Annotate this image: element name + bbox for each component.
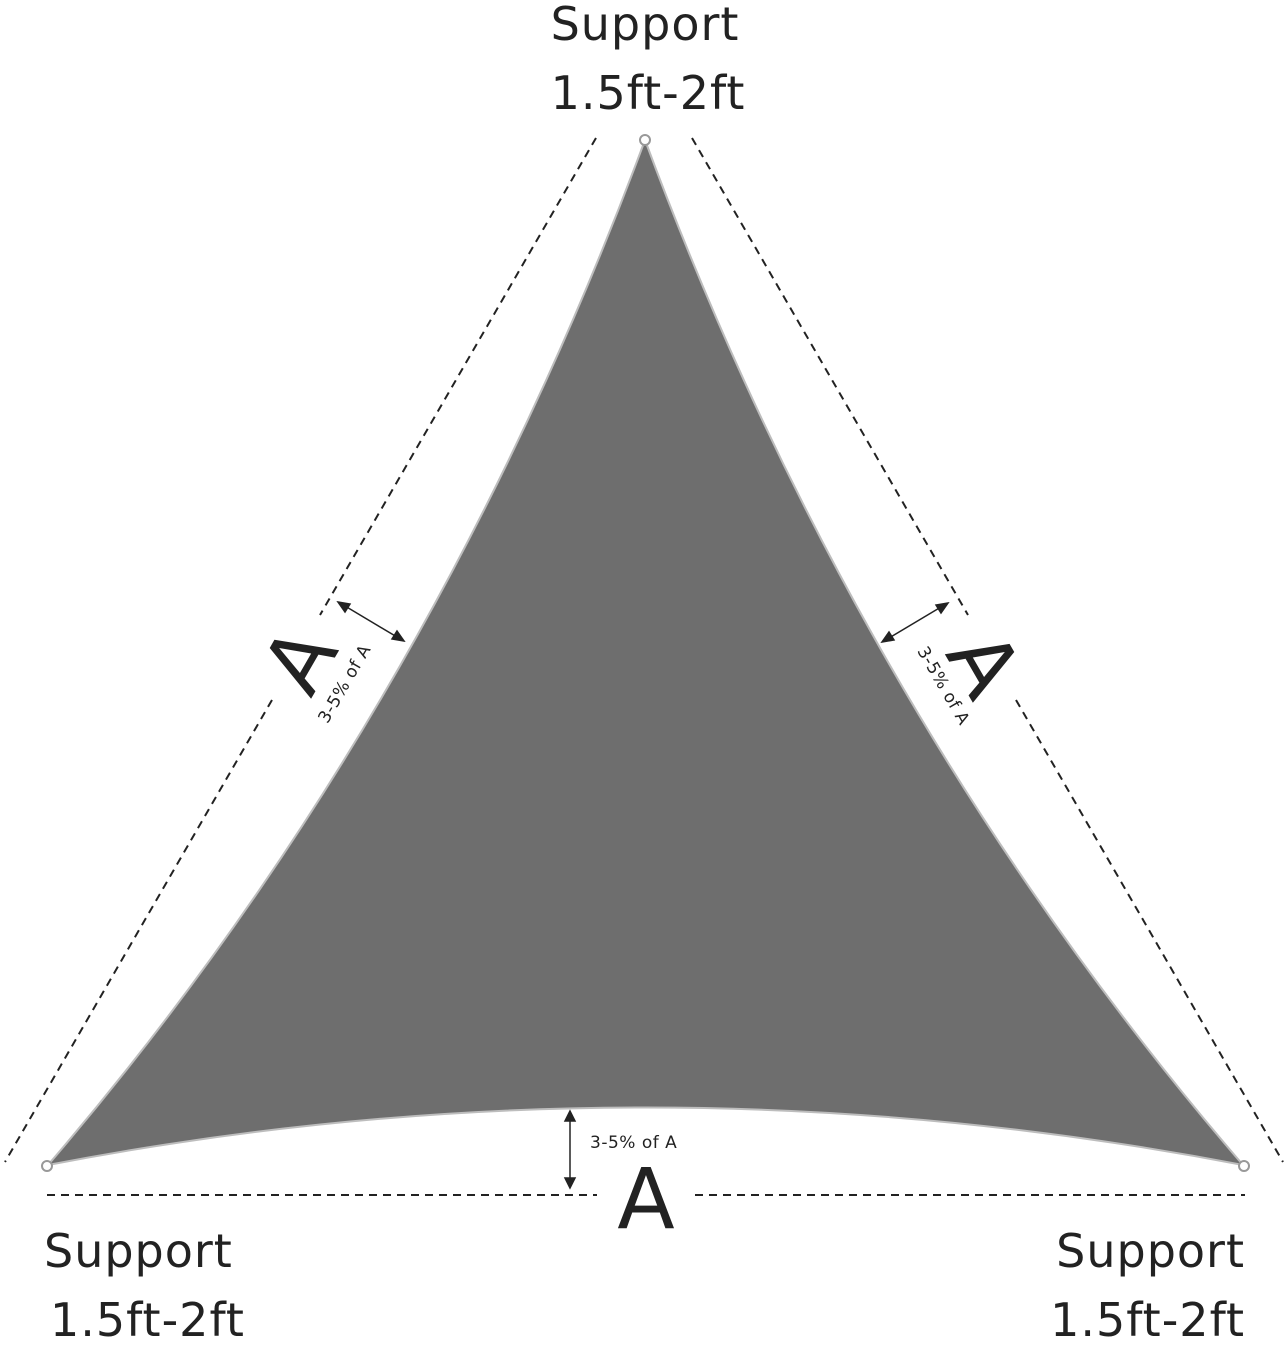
left-dimension-line-upper — [319, 137, 597, 616]
bottom-sag-arrow-icon — [563, 1109, 577, 1190]
top-support-label: Support — [551, 0, 740, 51]
bottom-side-label: A — [617, 1150, 674, 1248]
bottom-right-support-label: Support — [1056, 1224, 1245, 1278]
bottom-left-support-label: Support — [44, 1224, 233, 1278]
bottom-left-corner-ring-icon — [41, 1160, 53, 1172]
left-sag-arrow-icon — [336, 600, 406, 643]
right-dimension-line-lower — [1015, 699, 1284, 1163]
bottom-right-corner-ring-icon — [1238, 1160, 1250, 1172]
top-corner-ring-icon — [639, 134, 651, 146]
right-sag-arrow-icon — [880, 601, 950, 644]
bottom-right-support-range: 1.5ft-2ft — [1050, 1293, 1245, 1341]
bottom-sag-note: 3-5% of A — [590, 1133, 677, 1153]
left-dimension-line-lower — [4, 699, 273, 1163]
right-dimension-line-upper — [691, 137, 969, 616]
top-support-range: 1.5ft-2ft — [551, 66, 746, 120]
bottom-left-support-range: 1.5ft-2ft — [50, 1293, 245, 1341]
triangle-sail — [45, 137, 1246, 1167]
